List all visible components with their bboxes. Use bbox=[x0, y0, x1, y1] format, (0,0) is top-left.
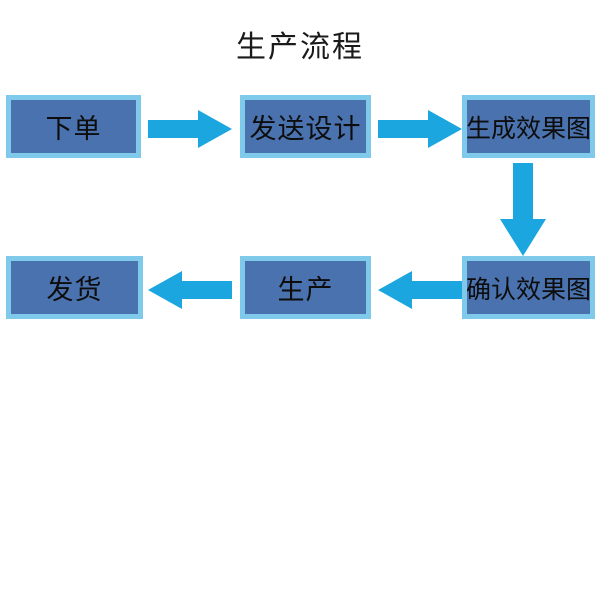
flow-node-order-label: 下单 bbox=[45, 114, 102, 144]
flow-node-design[interactable]: 发送设计 bbox=[240, 95, 371, 158]
flow-node-confirm-label: 确认效果图 bbox=[466, 276, 592, 304]
flow-node-ship[interactable]: 发货 bbox=[6, 256, 143, 319]
arrow-design-to-render bbox=[378, 110, 462, 148]
arrow-confirm-to-produce bbox=[378, 271, 462, 309]
flow-node-render[interactable]: 生成效果图 bbox=[462, 95, 595, 158]
flow-node-ship-label: 发货 bbox=[46, 275, 103, 305]
arrow-produce-to-ship bbox=[148, 271, 232, 309]
flow-node-design-label: 发送设计 bbox=[249, 114, 362, 144]
page-title: 生产流程 bbox=[236, 31, 364, 64]
flow-node-order[interactable]: 下单 bbox=[6, 95, 141, 158]
flow-node-produce-label: 生产 bbox=[277, 275, 334, 305]
flow-node-produce[interactable]: 生产 bbox=[240, 256, 371, 319]
arrow-render-to-confirm bbox=[500, 163, 546, 256]
arrow-order-to-design bbox=[148, 110, 232, 148]
flow-node-render-label: 生成效果图 bbox=[466, 115, 592, 143]
flow-node-confirm[interactable]: 确认效果图 bbox=[462, 256, 595, 319]
